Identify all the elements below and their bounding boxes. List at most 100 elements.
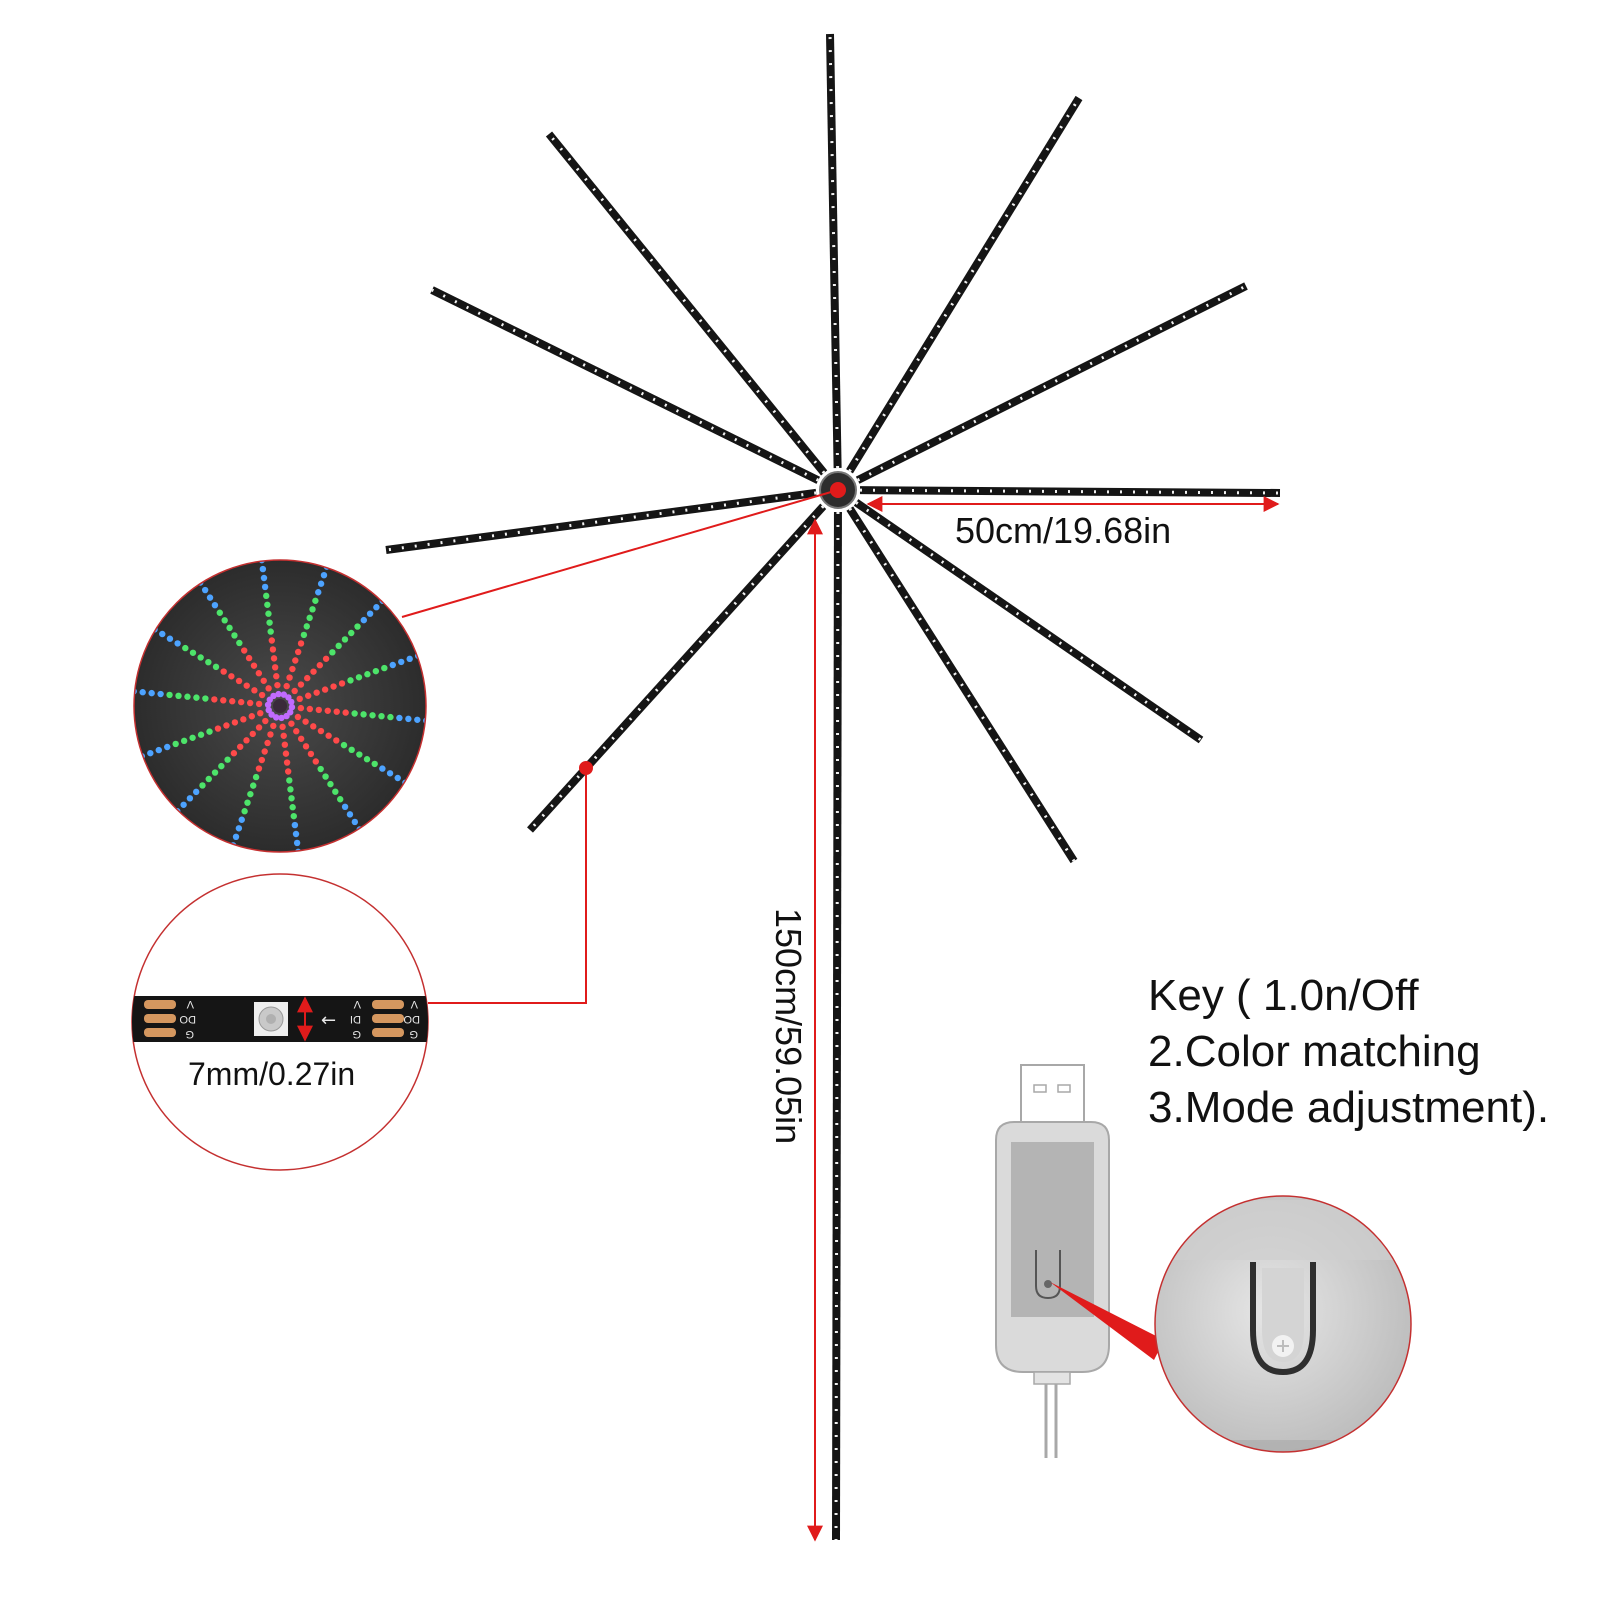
led-glow-dot (341, 636, 349, 643)
led-glow-dot (406, 655, 413, 663)
led-glow-dot (236, 639, 243, 647)
led-glow-dot (197, 731, 205, 738)
led-glow-dot (333, 708, 340, 715)
led-glow-dot (398, 658, 405, 666)
led-glow-dot (228, 673, 235, 680)
led-glow-dot (364, 671, 371, 678)
led-glow-dot (282, 750, 290, 757)
led-glow-dot (201, 586, 209, 594)
led-glow-dot (270, 692, 277, 700)
led-glow-dot (354, 623, 361, 630)
led-glow-dot (369, 712, 376, 719)
led-glow-dot (396, 714, 403, 722)
led-glow-dot (292, 657, 299, 664)
led-glow-dot (174, 640, 181, 647)
controller-screen (1011, 1142, 1094, 1317)
led-glow-dot (281, 741, 289, 748)
led-glow-dot (342, 709, 349, 716)
led-glow-dot (258, 756, 266, 764)
strip-callout-line (428, 768, 587, 1004)
led-glow-dot (287, 786, 294, 793)
led-glow-dot (304, 692, 312, 699)
led-glow-dot (267, 628, 274, 635)
led-glow-dot (296, 695, 303, 703)
led-glow-dot (166, 691, 173, 699)
led-glow-dot (192, 788, 200, 796)
led-glow-dot (180, 737, 188, 745)
led-glow-dot (232, 833, 240, 841)
led-glow-dot (289, 665, 296, 673)
led-glow-dot (346, 811, 354, 818)
led-glow-dot (250, 782, 257, 789)
led-glow-dot (351, 818, 359, 826)
led-glow-dot (283, 759, 291, 766)
led-glow-dot (218, 762, 225, 770)
led-glow-dot (241, 647, 248, 654)
led-glow-dot (259, 565, 267, 573)
led-glow-dot (294, 648, 302, 656)
led-glow-dot (255, 700, 263, 708)
led-glow-dot (268, 637, 276, 644)
led-glow-dot (386, 770, 394, 777)
led-glow-dot (381, 664, 388, 672)
led-glow-dot (240, 716, 247, 723)
led-glow-dot (335, 642, 342, 650)
led-glow-dot (378, 712, 385, 720)
led-glow-dot (246, 699, 254, 707)
led-glow-dot (229, 698, 236, 705)
led-chip-icon (254, 1002, 288, 1036)
led-glow-dot (321, 686, 329, 693)
led-dots (848, 97, 1081, 473)
key-line-3: 3.Mode adjustment). (1148, 1083, 1550, 1132)
led-glow-dot (283, 682, 290, 690)
led-glow-dot (387, 713, 394, 721)
button-closeup (1154, 1195, 1412, 1453)
led-glow-dot (266, 619, 273, 626)
led-glow-dot (271, 664, 279, 671)
pad-label-mid-1: V (353, 998, 361, 1010)
led-glow-dot (309, 606, 316, 613)
led-glow-dot (147, 749, 154, 757)
led-glow-dot (351, 710, 358, 717)
led-strip-ray (430, 286, 821, 484)
led-glow-dot (288, 795, 295, 802)
led-glow-dot (288, 720, 295, 727)
led-glow-dot (216, 609, 224, 616)
led-glow-dot (379, 765, 386, 772)
led-glow-dot (189, 649, 197, 656)
controller-button-icon[interactable] (1035, 1250, 1061, 1300)
led-glow-dot (327, 780, 334, 788)
led-glow-dot (325, 732, 332, 739)
led-glow-dot (270, 722, 277, 730)
led-glow-dot (310, 723, 317, 730)
led-glow-dot (231, 719, 239, 726)
led-glow-dot (317, 580, 325, 587)
led-glow-dot (302, 718, 309, 725)
led-glow-dot (288, 698, 295, 706)
led-glow-dot (306, 705, 314, 713)
led-glow-dot (307, 750, 315, 758)
led-glow-dot (322, 655, 330, 662)
led-glow-dot (148, 689, 155, 697)
pad-label-right-2: DO (403, 1013, 420, 1025)
led-glow-dot (324, 707, 331, 714)
pad-label-left-2: DO (179, 1013, 196, 1025)
led-glow-dot (134, 688, 137, 695)
led-glow-dot (294, 713, 302, 721)
led-glow-dot (260, 677, 267, 684)
led-glow-dot (230, 750, 238, 757)
led-glow-dot (205, 775, 212, 783)
led-glow-dot (317, 727, 325, 735)
led-glow-dot (237, 698, 245, 706)
led-glow-dot (211, 601, 219, 609)
led-glow-dot (275, 690, 282, 698)
led-glow-dot (360, 711, 367, 718)
led-glow-dot (172, 740, 179, 748)
led-glow-dot (243, 682, 250, 689)
led-glow-dot (333, 737, 340, 744)
led-glow-dot (286, 777, 293, 784)
led-glow-dot (226, 624, 233, 632)
height-label: 150cm/59.05in (768, 908, 809, 1144)
led-glow-dot (304, 674, 311, 682)
key-instructions: Key ( 1.0n/Off 2.Color matching 3.Mode a… (1148, 968, 1588, 1136)
